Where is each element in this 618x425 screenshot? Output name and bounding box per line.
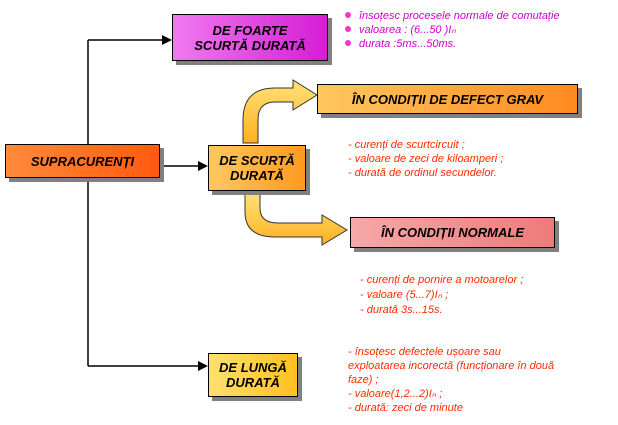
node-scurta-line1: DE SCURTĂ [219, 153, 295, 168]
node-foarte-scurta: DE FOARTE SCURTĂ DURATĂ [172, 14, 328, 61]
note-item: - durată de ordinul secundelor. [348, 167, 497, 179]
tree-lines [87, 39, 200, 367]
note-item: - durată 3s...15s. [360, 304, 443, 316]
note-item: faze) ; [348, 374, 379, 386]
note-item: valoarea : (6...50 )Iₙ [345, 23, 560, 37]
up-curved-arrow [242, 79, 318, 144]
bullet-icon [345, 26, 351, 32]
notes-defect-grav: - curenți de scurtcircuit ; - valoare de… [348, 138, 503, 180]
note-item: - valoare(1,2...2)Iₙ ; [348, 388, 443, 400]
node-normale: ÎN CONDIȚII NORMALE [350, 217, 555, 248]
node-supracurenti-label: SUPRACURENȚI [30, 153, 135, 169]
down-curved-arrow [244, 192, 348, 246]
bullet-icon [345, 40, 351, 46]
note-item: însoțesc procesele normale de comutație [345, 9, 560, 23]
tree-arrowheads [162, 35, 208, 371]
node-scurta: DE SCURTĂ DURATĂ [208, 145, 306, 191]
bullet-icon [345, 12, 351, 18]
note-item: - valoare de zeci de kiloamperi ; [348, 153, 504, 165]
note-item: - curenți de pornire a motoarelor ; [360, 274, 524, 286]
node-defect-grav: ÎN CONDIȚII DE DEFECT GRAV [317, 84, 578, 114]
node-lunga-line2: DURATĂ [226, 375, 280, 390]
node-lunga: DE LUNGĂ DURATĂ [208, 353, 298, 397]
notes-normale: - curenți de pornire a motoarelor ; - va… [360, 273, 523, 318]
node-foarte-scurta-line1: DE FOARTE [212, 22, 288, 38]
note-item: - însoțesc defectele ușoare sau [348, 346, 501, 358]
node-scurta-line2: DURATĂ [230, 168, 284, 183]
node-foarte-scurta-line2: SCURTĂ DURATĂ [194, 37, 306, 53]
notes-foarte-scurta: însoțesc procesele normale de comutație … [345, 9, 560, 51]
note-item: - durată: zeci de minute [348, 402, 463, 414]
note-item: exploatarea incorectă (funcționare în do… [348, 360, 555, 372]
note-item: durata :5ms...50ms. [345, 37, 560, 51]
node-supracurenti: SUPRACURENȚI [5, 144, 160, 178]
node-normale-label: ÎN CONDIȚII NORMALE [381, 225, 524, 240]
notes-lunga: - însoțesc defectele ușoare sau exploata… [348, 345, 554, 415]
note-item: - valoare (5...7)Iₙ ; [360, 289, 449, 301]
node-defect-grav-label: ÎN CONDIȚII DE DEFECT GRAV [351, 91, 544, 107]
note-item: - curenți de scurtcircuit ; [348, 139, 465, 151]
node-lunga-line1: DE LUNGĂ [219, 360, 287, 375]
